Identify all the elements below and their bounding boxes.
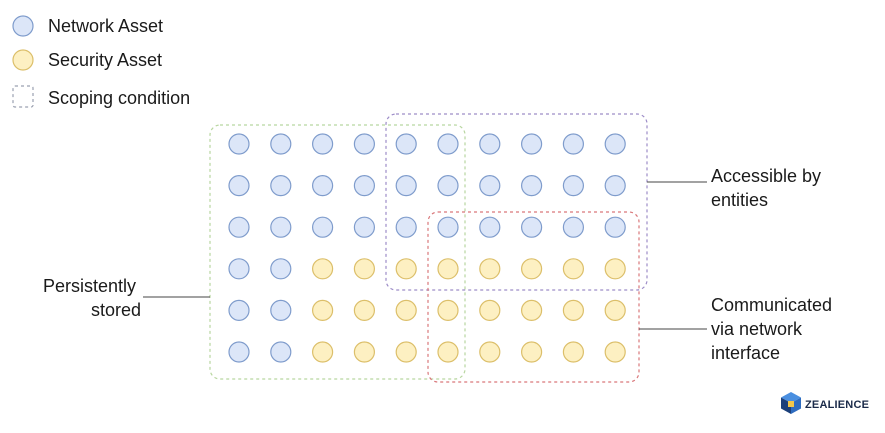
network-asset-node xyxy=(562,133,585,155)
security-asset-node xyxy=(353,299,375,321)
network-asset-node xyxy=(312,175,334,197)
network-asset-node xyxy=(562,175,585,197)
legend-network-swatch xyxy=(12,15,34,37)
network-asset-node xyxy=(270,258,292,280)
communicated-label-line2: via network xyxy=(711,319,803,339)
network-asset-node xyxy=(228,258,250,280)
legend-scoping-label: Scoping condition xyxy=(48,88,190,108)
network-asset-node xyxy=(228,175,250,197)
security-asset-node xyxy=(520,258,543,280)
network-asset-node xyxy=(520,133,543,155)
network-asset-node xyxy=(228,299,250,321)
network-asset-node xyxy=(270,299,292,321)
network-asset-node xyxy=(520,175,543,197)
communicated-label-line3: interface xyxy=(711,343,780,363)
network-asset-node xyxy=(228,341,250,363)
network-asset-node xyxy=(437,216,459,238)
security-asset-node xyxy=(479,299,501,321)
security-asset-node xyxy=(604,341,626,363)
security-asset-node xyxy=(437,299,459,321)
network-asset-node xyxy=(479,133,501,155)
persistent-label: Persistently stored xyxy=(43,276,141,320)
network-asset-node xyxy=(437,175,459,197)
persistent-label-line2: stored xyxy=(91,300,141,320)
accessible-label-line2: entities xyxy=(711,190,768,210)
network-asset-node xyxy=(312,216,334,238)
legend-scoping-swatch xyxy=(12,85,34,108)
communicated-label-line1: Communicated xyxy=(711,295,832,315)
security-asset-node xyxy=(479,258,501,280)
security-asset-node xyxy=(312,341,334,363)
network-asset-node xyxy=(562,216,585,238)
security-asset-node xyxy=(312,258,334,280)
security-asset-node xyxy=(353,341,375,363)
network-asset-node xyxy=(270,341,292,363)
persistently-stored-scope xyxy=(209,124,466,380)
network-asset-node xyxy=(228,133,250,155)
network-asset-node xyxy=(270,175,292,197)
accessible-label: Accessible by entities xyxy=(711,166,826,210)
network-asset-node xyxy=(479,175,501,197)
brand-name: ZEALIENCE xyxy=(805,399,869,411)
network-asset-node xyxy=(437,133,459,155)
network-asset-node xyxy=(520,216,543,238)
security-asset-node xyxy=(520,341,543,363)
security-asset-node xyxy=(437,341,459,363)
security-asset-node xyxy=(520,299,543,321)
network-asset-node xyxy=(353,133,375,155)
security-asset-node xyxy=(395,341,417,363)
security-asset-node xyxy=(562,258,585,280)
security-asset-node xyxy=(604,258,626,280)
accessible-by-entities-scope xyxy=(385,113,648,291)
network-asset-node xyxy=(479,216,501,238)
legend-security-swatch xyxy=(12,49,34,71)
network-asset-node xyxy=(228,216,250,238)
cube-icon xyxy=(781,392,801,414)
security-asset-node xyxy=(437,258,459,280)
network-asset-node xyxy=(353,175,375,197)
accessible-label-line1: Accessible by xyxy=(711,166,821,186)
legend-network-label: Network Asset xyxy=(48,16,163,36)
security-asset-node xyxy=(312,299,334,321)
network-asset-node xyxy=(270,133,292,155)
network-asset-node xyxy=(395,216,417,238)
security-asset-node xyxy=(395,258,417,280)
zealience-logo: ZEALIENCE xyxy=(781,392,869,414)
network-asset-node xyxy=(604,133,626,155)
network-asset-node xyxy=(395,133,417,155)
network-asset-node xyxy=(604,216,626,238)
network-asset-node xyxy=(604,175,626,197)
legend: Network Asset Security Asset Scoping con… xyxy=(12,15,190,108)
security-asset-node xyxy=(479,341,501,363)
communicated-label: Communicated via network interface xyxy=(711,295,837,363)
network-asset-node xyxy=(270,216,292,238)
network-asset-node xyxy=(395,175,417,197)
legend-security-label: Security Asset xyxy=(48,50,162,70)
network-asset-node xyxy=(312,133,334,155)
asset-grid xyxy=(228,133,626,363)
network-asset-node xyxy=(353,216,375,238)
security-asset-node xyxy=(395,299,417,321)
security-asset-node xyxy=(353,258,375,280)
security-asset-node xyxy=(562,341,585,363)
security-asset-node xyxy=(604,299,626,321)
security-asset-node xyxy=(562,299,585,321)
persistent-label-line1: Persistently xyxy=(43,276,136,296)
